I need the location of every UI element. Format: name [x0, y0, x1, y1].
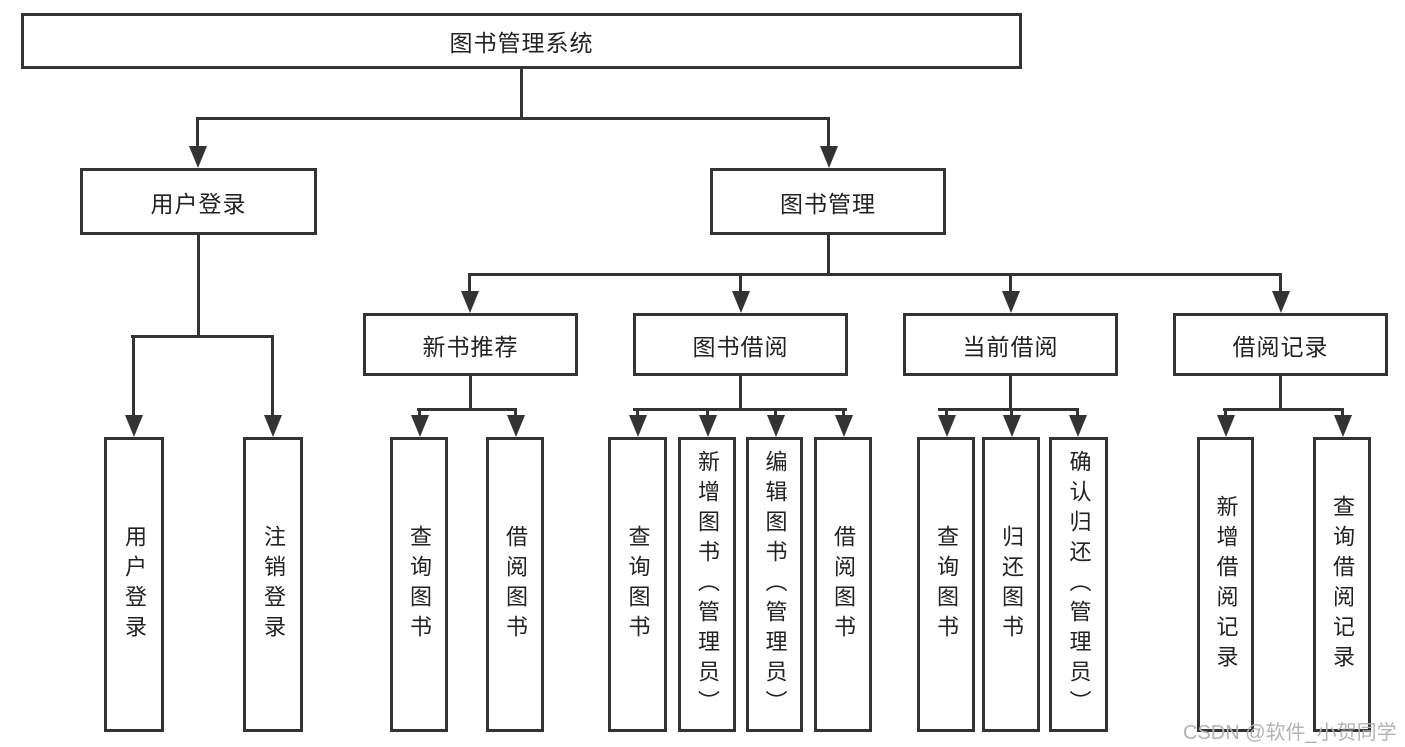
connector-root-stub [520, 69, 523, 117]
leaf-add-book-admin: 新增图书（管理员） [678, 437, 736, 732]
connector-arrow-book-borrowing [739, 273, 742, 291]
watermark-text: CSDN @软件_小贺同学 [1183, 722, 1397, 744]
connector-root-hline [196, 117, 830, 120]
leaf-query-books-1: 查询图书 [390, 437, 448, 732]
connector-arrow-borrow-books-1 [514, 408, 517, 415]
connector-user-login-stub [197, 235, 200, 335]
connector-current-borrowing-stub [1009, 376, 1012, 408]
connector-book-management-hline [468, 273, 1282, 276]
connector-arrow-return-books [1010, 408, 1013, 415]
leaf-query-books-3: 查询图书 [917, 437, 975, 732]
connector-arrow-leaf-logout [271, 335, 274, 415]
leaf-query-books-2: 查询图书 [608, 437, 667, 732]
leaf-borrow-books-2: 借阅图书 [814, 437, 872, 732]
connector-new-book-hline [417, 408, 517, 411]
connector-new-book-stub [469, 376, 472, 408]
leaf-confirm-return-admin: 确认归还（管理员） [1049, 437, 1108, 732]
leaf-return-books: 归还图书 [982, 437, 1040, 732]
leaf-query-borrow-record: 查询借阅记录 [1313, 437, 1371, 732]
node-book-management: 图书管理 [710, 168, 946, 235]
node-new-book-recommend: 新书推荐 [363, 313, 578, 376]
connector-arrow-query-books-1 [418, 408, 421, 415]
connector-arrow-user-login [196, 117, 199, 146]
leaf-user-login: 用户登录 [104, 437, 164, 732]
leaf-edit-book-admin: 编辑图书（管理员） [746, 437, 803, 732]
connector-user-login-hline [131, 335, 274, 338]
connector-arrow-edit-book [774, 408, 777, 415]
leaf-add-borrow-record: 新增借阅记录 [1197, 437, 1254, 732]
connector-arrow-confirm-return [1076, 408, 1079, 415]
leaf-borrow-books-1: 借阅图书 [486, 437, 544, 732]
connector-book-borrowing-hline [633, 408, 847, 411]
connector-arrow-book-management [827, 117, 830, 146]
node-borrowing-records: 借阅记录 [1173, 313, 1388, 376]
connector-arrow-borrowing-records [1279, 273, 1282, 291]
leaf-logout: 注销登录 [243, 437, 303, 732]
connector-borrowing-records-stub [1279, 376, 1282, 408]
connector-arrow-current-borrowing [1009, 273, 1012, 291]
connector-arrow-leaf-user-login [132, 335, 135, 415]
connector-arrow-add-book [706, 408, 709, 415]
connector-arrow-query-books-2 [636, 408, 639, 415]
connector-arrow-query-books-3 [945, 408, 948, 415]
connector-arrow-new-book [468, 273, 471, 291]
connector-current-borrowing-hline [938, 408, 1078, 411]
connector-arrow-query-borrow-record [1341, 408, 1344, 415]
node-user-login: 用户登录 [80, 168, 317, 235]
connector-arrow-borrow-books-2 [842, 408, 845, 415]
connector-book-management-stub [827, 235, 830, 273]
connector-book-borrowing-stub [739, 376, 742, 408]
node-library-management-system: 图书管理系统 [21, 13, 1022, 69]
node-current-borrowing: 当前借阅 [903, 313, 1118, 376]
connector-arrow-add-borrow-record [1224, 408, 1227, 415]
node-book-borrowing: 图书借阅 [633, 313, 848, 376]
connector-borrowing-records-hline [1223, 408, 1344, 411]
